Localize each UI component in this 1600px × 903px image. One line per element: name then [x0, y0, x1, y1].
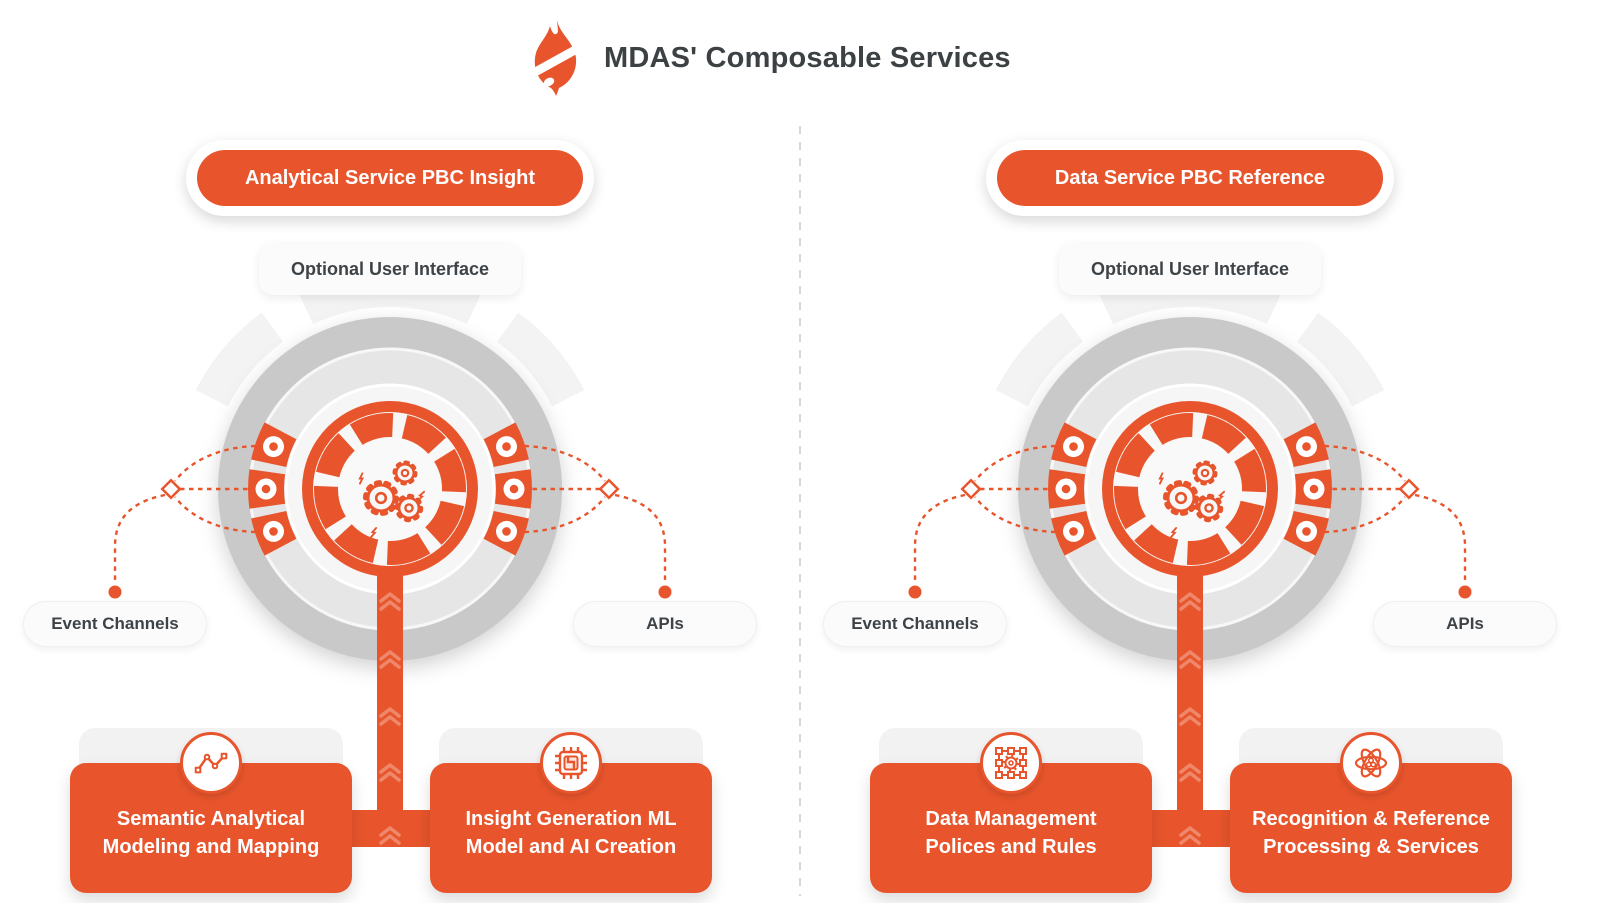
event-channels-pill: Event Channels: [823, 601, 1007, 647]
box-line: Data Management: [925, 808, 1097, 830]
service-header-pill: Analytical Service PBC Insight: [197, 150, 583, 206]
apis-pill: APIs: [573, 601, 757, 647]
flame-icon: [528, 20, 584, 96]
box-line: Polices and Rules: [925, 836, 1097, 858]
pbc-capability-box: Semantic Analytical Modeling and Mapping: [70, 728, 352, 893]
analytical-service-half: Analytical Service PBC Insight Optional …: [23, 150, 757, 893]
gears-icon: [1158, 460, 1226, 539]
optional-ui-label: Optional User Interface: [1059, 243, 1321, 295]
stem-chevrons: [379, 592, 401, 845]
pbc-diagram: [108, 271, 672, 847]
box-line: Processing & Services: [1263, 836, 1479, 858]
box-line: Semantic Analytical: [116, 808, 306, 830]
event-channels-pill: Event Channels: [23, 601, 207, 647]
line-chart-icon: [180, 732, 242, 794]
box-body: Semantic Analytical Modeling and Mapping: [70, 763, 352, 893]
data-service-half: Data Service PBC Reference Optional User…: [800, 0, 1600, 903]
box-line: Model and AI Creation: [465, 836, 677, 858]
port-dots: [255, 436, 525, 542]
box-line: Insight Generation ML: [465, 808, 677, 830]
service-header-pill: Data Service PBC Reference: [997, 150, 1383, 206]
spark-bolts: [1158, 472, 1226, 539]
apis-pill: APIs: [1373, 601, 1557, 647]
network-gear-icon: [980, 732, 1042, 794]
stem-chevrons: [1179, 592, 1201, 845]
optional-ui-label: Optional User Interface: [259, 243, 521, 295]
box-line: Recognition & Reference: [1252, 808, 1490, 830]
app-header: MDAS' Composable Services: [528, 16, 1011, 100]
gears-icon: [358, 460, 426, 539]
page-title: MDAS' Composable Services: [604, 41, 1011, 74]
connector-nodes: [908, 478, 1472, 599]
spark-bolts: [358, 472, 426, 539]
chip-icon: [540, 732, 602, 794]
atom-icon: [1340, 732, 1402, 794]
pbc-capability-box: Data Management Polices and Rules: [870, 728, 1152, 893]
box-line: Modeling and Mapping: [102, 836, 320, 858]
port-dots: [1055, 436, 1325, 542]
connector-nodes: [108, 478, 672, 599]
pbc-capability-box: Insight Generation ML Model and AI Creat…: [430, 728, 712, 893]
vertical-divider: [799, 126, 801, 896]
pbc-diagram: [908, 271, 1472, 847]
pbc-capability-box: Recognition & Reference Processing & Ser…: [1230, 728, 1512, 893]
